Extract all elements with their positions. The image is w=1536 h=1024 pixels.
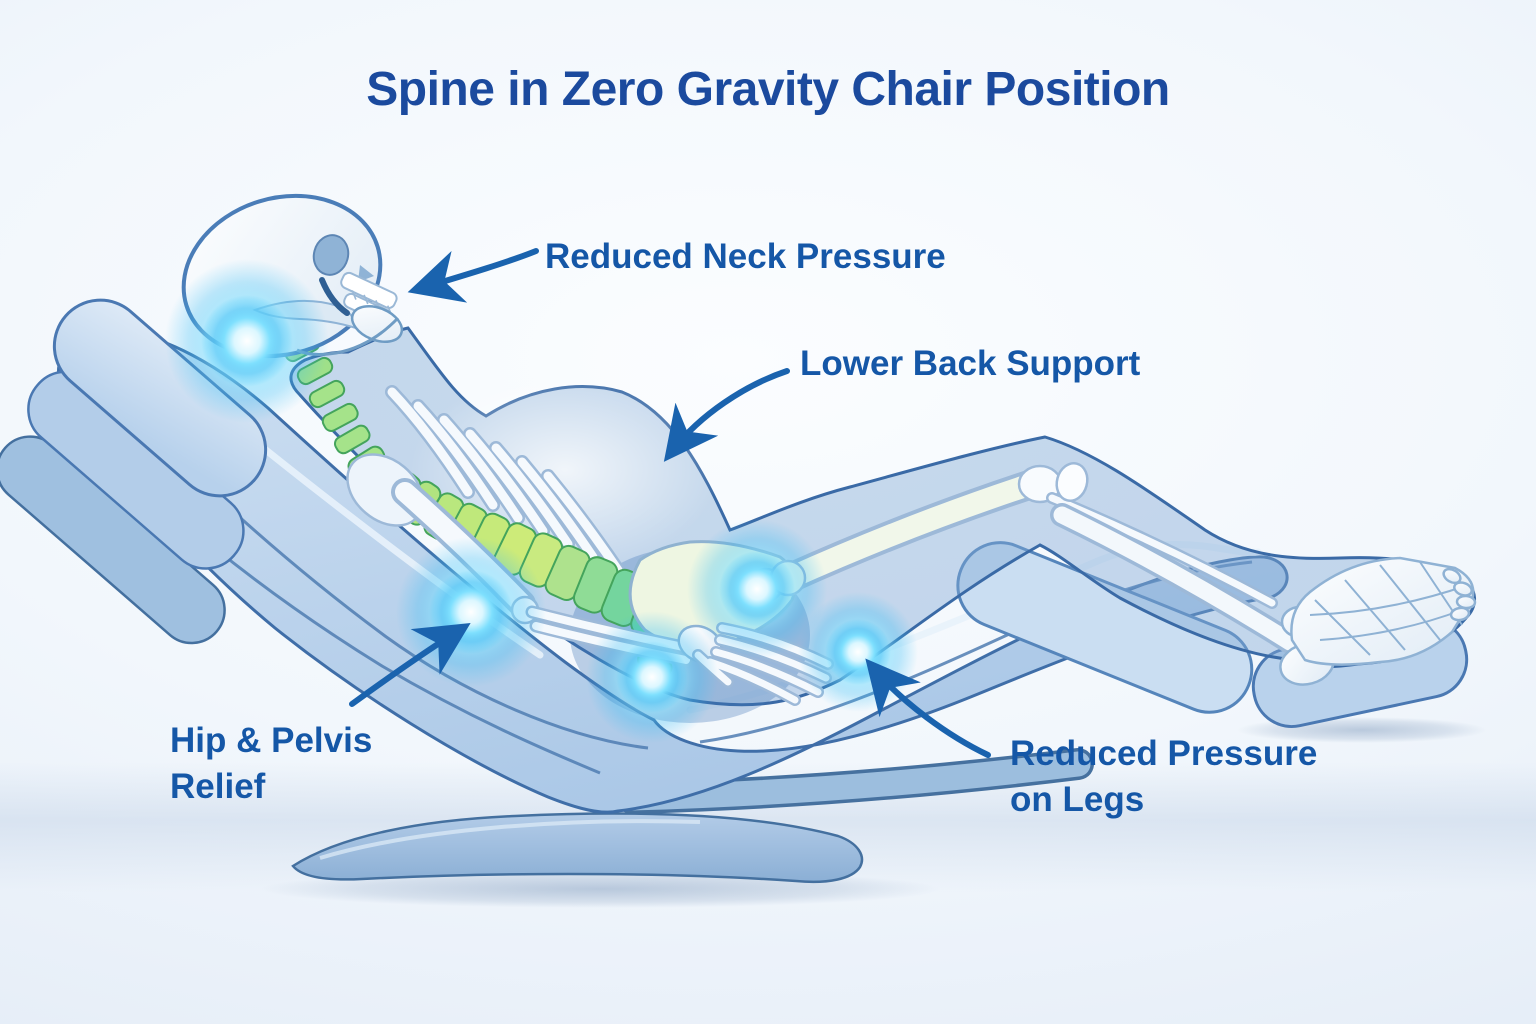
calf-cushion (956, 541, 1254, 714)
eye-socket (312, 234, 350, 276)
foot-bones (1279, 556, 1477, 686)
arrow-neck (407, 248, 539, 303)
chair-base-plate (291, 812, 864, 884)
page-title: Spine in Zero Gravity Chair Position (366, 63, 1170, 116)
callout-hip-pelvis-relief: Hip & Pelvis Relief (170, 721, 373, 807)
ribcage (385, 385, 625, 577)
arrow-lower-back (663, 368, 790, 462)
annotation-arrows (349, 248, 991, 758)
glow-points (165, 259, 918, 743)
headrest-cushions (0, 298, 268, 645)
callout-lower-back-support: Lower Back Support (800, 344, 1141, 383)
arrow-hip (349, 622, 471, 707)
callout-reduced-neck-pressure: Reduced Neck Pressure (545, 237, 946, 276)
arrow-legs (865, 658, 991, 758)
callout-reduced-pressure-legs: Reduced Pressure on Legs (1010, 734, 1318, 820)
